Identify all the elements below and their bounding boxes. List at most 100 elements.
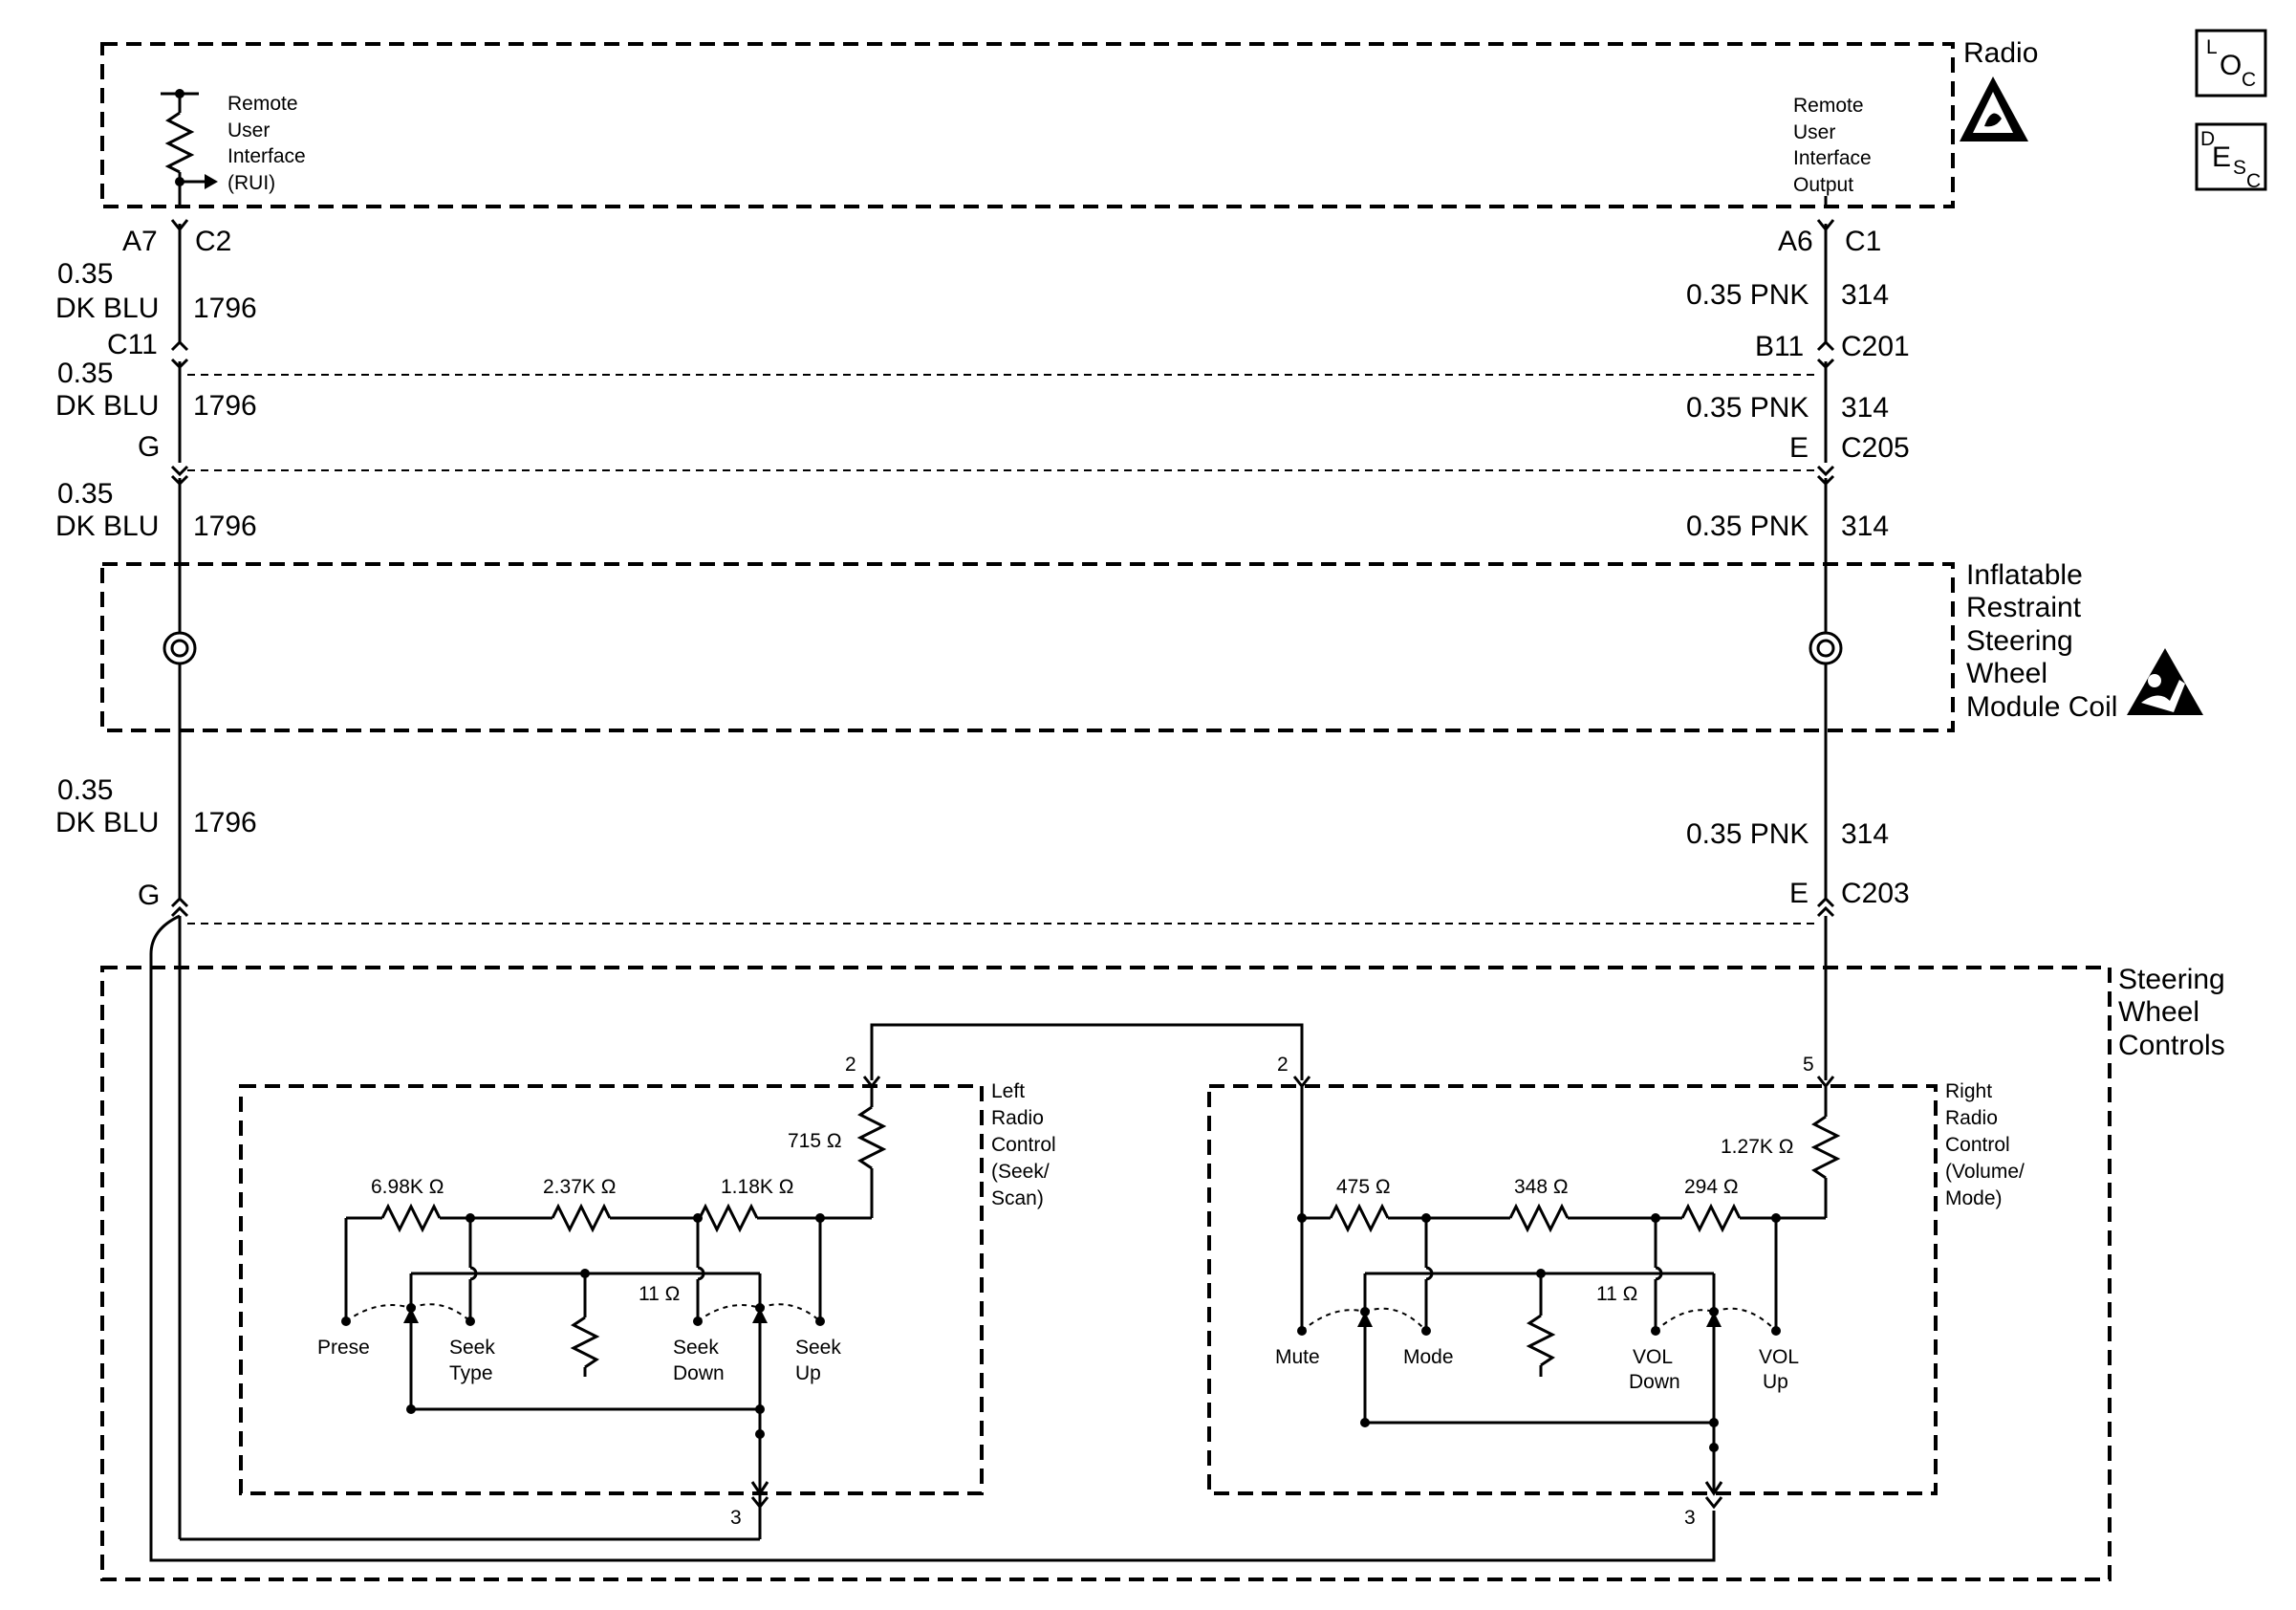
desc-badge[interactable] <box>2195 122 2267 191</box>
switch-mode: Mode <box>1403 1346 1454 1368</box>
left-seg3-gauge: 0.35 <box>57 478 113 510</box>
right-r-475: 475 Ω <box>1336 1176 1391 1198</box>
left-pin-3: 3 <box>730 1507 742 1529</box>
right-control-circuit <box>1292 1076 1841 1510</box>
pin-a6: A6 <box>1778 226 1813 257</box>
desc-badge-c: C <box>2246 170 2261 192</box>
desc-badge-s: S <box>2233 157 2246 179</box>
svg-text:Remote: Remote <box>1793 95 1864 117</box>
right-r-294: 294 Ω <box>1684 1176 1739 1198</box>
left-r-698k: 6.98K Ω <box>371 1176 444 1198</box>
right-radio-control-title: Right Radio Control (Volume/ Mode) <box>1945 1080 2025 1209</box>
swc-module-box <box>100 966 2112 1581</box>
right-radio-control-box <box>1207 1084 1938 1495</box>
loc-badge-c: C <box>2242 69 2256 91</box>
left-r-118k: 1.18K Ω <box>721 1176 793 1198</box>
left-control-circuit <box>341 1076 887 1511</box>
pin-g-c203: G <box>138 880 160 911</box>
right-seg3-circuit: 314 <box>1841 511 1889 542</box>
right-pin-2: 2 <box>1277 1054 1289 1076</box>
switch-seek-up-1: Seek <box>795 1337 841 1359</box>
left-pin-2: 2 <box>845 1054 856 1076</box>
switch-seek-type-2: Type <box>449 1362 493 1384</box>
left-r-11: 11 Ω <box>639 1283 680 1305</box>
pin-c11: C11 <box>107 329 158 360</box>
svg-text:Control: Control <box>1945 1134 2010 1156</box>
pin-b11: B11 <box>1755 331 1804 362</box>
svg-text:Radio: Radio <box>991 1107 1044 1129</box>
svg-text:Radio: Radio <box>1945 1107 1998 1129</box>
svg-text:(Seek/: (Seek/ <box>991 1161 1050 1183</box>
svg-text:Scan): Scan) <box>991 1187 1044 1209</box>
left-seg2-gauge: 0.35 <box>57 358 113 389</box>
left-seg4-color: DK BLU <box>55 807 159 838</box>
svg-text:Controls: Controls <box>2118 1030 2225 1061</box>
right-seg3-label: 0.35 PNK <box>1686 511 1809 542</box>
switch-vol-up-1: VOL <box>1759 1346 1799 1368</box>
pin-a7: A7 <box>122 226 158 257</box>
right-seg2-label: 0.35 PNK <box>1686 392 1809 424</box>
pin-g-c205: G <box>138 431 160 463</box>
pin-e-c205: E <box>1789 432 1809 464</box>
esd-warning-icon <box>1960 76 2028 141</box>
desc-badge-e: E <box>2212 141 2231 173</box>
right-seg1-circuit: 314 <box>1841 279 1889 311</box>
airbag-warning-icon <box>2127 648 2203 715</box>
coil-right-inner <box>1816 639 1835 658</box>
svg-text:Control: Control <box>991 1134 1056 1156</box>
svg-text:User: User <box>1793 121 1835 143</box>
svg-text:(RUI): (RUI) <box>227 172 275 194</box>
loc-badge[interactable] <box>2195 29 2267 98</box>
left-seg4-circuit: 1796 <box>193 807 257 838</box>
svg-text:Wheel: Wheel <box>1966 658 2047 689</box>
left-seg2-circuit: 1796 <box>193 390 257 422</box>
loc-badge-o: O <box>2220 50 2242 81</box>
left-seg1-color: DK BLU <box>55 293 159 324</box>
left-seg3-color: DK BLU <box>55 511 159 542</box>
pin2-bridge-wire <box>870 1023 1304 1080</box>
svg-text:Steering: Steering <box>2118 964 2225 995</box>
right-pin-3: 3 <box>1684 1507 1696 1529</box>
svg-text:Wheel: Wheel <box>2118 996 2199 1028</box>
right-connector-marks <box>1816 219 1835 918</box>
left-r-237k: 2.37K Ω <box>543 1176 616 1198</box>
loc-badge-l: L <box>2206 36 2218 58</box>
right-seg2-circuit: 314 <box>1841 392 1889 424</box>
coil-left-icon <box>162 631 197 665</box>
svg-text:Left: Left <box>991 1080 1025 1102</box>
left-seg3-circuit: 1796 <box>193 511 257 542</box>
coil-title: Inflatable Restraint Steering Wheel Modu… <box>1966 559 2117 723</box>
switch-seek-down-2: Down <box>673 1362 725 1384</box>
svg-text:Mode): Mode) <box>1945 1187 2003 1209</box>
connector-c2: C2 <box>195 226 231 257</box>
right-r-11: 11 Ω <box>1596 1283 1637 1305</box>
radio-module-box <box>100 42 1955 208</box>
left-seg1-gauge: 0.35 <box>57 258 113 290</box>
svg-text:Right: Right <box>1945 1080 1992 1102</box>
switch-vol-down-1: VOL <box>1633 1346 1673 1368</box>
coil-right-icon <box>1809 631 1843 665</box>
desc-badge-d: D <box>2200 128 2215 150</box>
svg-text:(Volume/: (Volume/ <box>1945 1161 2025 1183</box>
left-connector-marks <box>170 219 189 918</box>
svg-text:User: User <box>227 120 270 141</box>
switch-vol-down-2: Down <box>1629 1371 1680 1393</box>
radio-title: Radio <box>1963 37 2038 69</box>
switch-seek-type-1: Seek <box>449 1337 495 1359</box>
svg-text:Interface: Interface <box>227 145 306 167</box>
coil-left-inner <box>170 639 189 658</box>
left-r-715: 715 Ω <box>788 1130 842 1152</box>
coil-module-box <box>100 562 1955 732</box>
left-radio-control-title: Left Radio Control (Seek/ Scan) <box>991 1080 1056 1209</box>
right-r-127k: 1.27K Ω <box>1721 1136 1793 1158</box>
rui-output-label: Remote User Interface Output <box>1793 95 1872 196</box>
pin-e-c203: E <box>1789 878 1809 909</box>
left-seg1-circuit: 1796 <box>193 293 257 324</box>
right-seg4-label: 0.35 PNK <box>1686 818 1809 850</box>
svg-text:Module Coil: Module Coil <box>1966 691 2117 723</box>
right-pin-5: 5 <box>1803 1054 1814 1076</box>
right-seg1-label: 0.35 PNK <box>1686 279 1809 311</box>
switch-seek-up-2: Up <box>795 1362 821 1384</box>
rui-label: Remote User Interface (RUI) <box>227 93 306 194</box>
